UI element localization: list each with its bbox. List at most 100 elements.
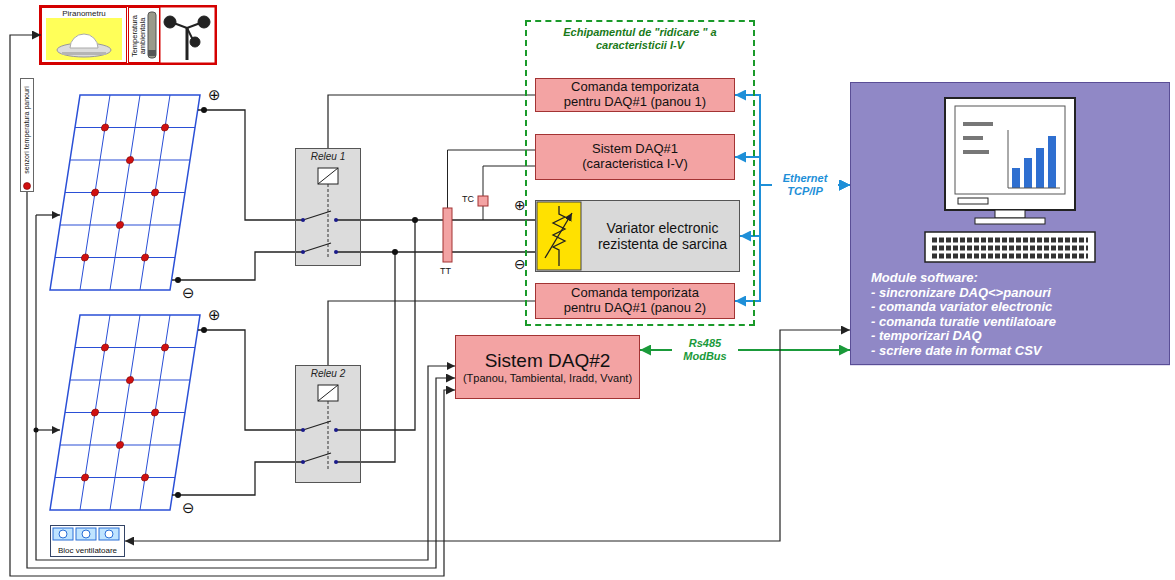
panel-wire <box>198 110 295 220</box>
relay-symbol <box>328 184 329 258</box>
junction-dot <box>392 249 398 255</box>
node-text: Bloc ventilatoare <box>58 546 117 556</box>
relay-symbol <box>318 385 338 401</box>
computer-icon <box>1048 136 1056 188</box>
transducer-symbol <box>443 208 452 262</box>
node-text: Piranometru <box>62 8 106 18</box>
transducer-symbol <box>448 150 536 220</box>
panel-wire <box>198 330 295 430</box>
relay-symbol <box>301 250 305 254</box>
computer-icon <box>1036 148 1044 188</box>
resistor-symbol <box>535 200 740 272</box>
computer-icon <box>1024 158 1032 188</box>
pyranometer-icon <box>46 18 122 60</box>
load-box: Variator electronic rezistenta de sarcin… <box>535 200 740 272</box>
pv-panel <box>50 315 200 510</box>
fan-icon <box>82 530 90 538</box>
terminal-symbol: ⊖ <box>182 286 195 301</box>
relay-symbol <box>318 168 338 184</box>
node-text: - sincronizare DAQ<>panouri <box>871 286 1051 301</box>
terminal-dot <box>201 107 207 113</box>
node-text: - scriere date in format CSV <box>871 344 1042 359</box>
computer-icon <box>995 210 1025 218</box>
equipment-group: Echipamentul de "ridicare " a caracteris… <box>525 20 755 326</box>
fan-icon <box>53 528 119 540</box>
relay-symbol <box>318 168 338 184</box>
relay-symbol <box>301 460 305 464</box>
relay-symbol <box>301 428 305 432</box>
computer-icon <box>932 240 1088 256</box>
node-text: Comanda temporizata pentru DAQ#1 (panou … <box>555 80 715 110</box>
panel-wire <box>172 462 295 495</box>
sensor-wire <box>36 215 455 560</box>
junction-dot <box>392 217 418 255</box>
relay-box: Releu 1 <box>295 148 361 266</box>
node-text: Sistem DAQ#1 (caracteristica I-V) <box>560 142 710 172</box>
anemometer-icon <box>190 37 200 47</box>
computer-box: Module software:- sincronizare DAQ<>pano… <box>850 82 1170 365</box>
resistor-symbol <box>537 202 581 270</box>
sensor-frame <box>40 6 216 64</box>
transducer-label: TT <box>440 267 451 276</box>
terminal-dot <box>175 277 181 283</box>
terminal-symbol: ⊖ <box>514 257 526 271</box>
relay-symbol <box>295 365 361 483</box>
sensor-box: Piranometru <box>41 7 127 63</box>
fan-icon <box>99 528 119 540</box>
computer-icon <box>955 106 1065 194</box>
sensor-dot <box>24 183 31 190</box>
junction-dot <box>34 428 39 433</box>
sensor-wire <box>10 35 455 576</box>
sensor-wire <box>27 192 455 568</box>
sensor-label-box: senzori temperatura panouri <box>20 78 34 192</box>
pv-panel <box>50 95 200 290</box>
relay-symbol <box>295 148 361 266</box>
node-text: - temporizari DAQ <box>871 329 982 344</box>
computer-icon <box>963 150 989 154</box>
fan-icon <box>59 530 67 538</box>
resistor-symbol <box>545 213 572 258</box>
temperature-probe <box>148 12 156 58</box>
node-text: Temperatura ambientala <box>131 10 148 62</box>
panel-wire <box>172 110 295 495</box>
relay-box: Releu 2 <box>295 365 361 483</box>
edge-label: Ethernet TCP/IP <box>772 171 838 198</box>
sensor-dot <box>24 183 31 190</box>
terminal-symbol: ⊖ <box>182 501 195 516</box>
relay-symbol <box>334 460 338 464</box>
load-bus <box>361 252 395 462</box>
panel-wire <box>172 252 295 280</box>
process-box: Sistem DAQ#1 (caracteristica I-V) <box>535 134 735 180</box>
daq-box: Sistem DAQ#2(Tpanou, Tambiental, Iradd, … <box>455 335 640 399</box>
node-text: Comanda temporizata pentru DAQ#1 (panou … <box>555 286 715 316</box>
transducer-symbol <box>478 196 488 206</box>
pyranometer-icon <box>70 34 98 48</box>
terminal-symbol: ⊕ <box>208 88 221 103</box>
node-text: Module software: <box>871 271 978 286</box>
relay-symbol <box>334 250 338 254</box>
temperature-probe <box>148 50 156 56</box>
node-text: - comanda variator electronic <box>871 300 1052 315</box>
fan-control-wire <box>125 330 850 541</box>
anemometer-icon <box>198 16 210 28</box>
relay-symbol <box>334 428 338 432</box>
temperature-probe <box>148 12 156 58</box>
terminal-symbol: ⊕ <box>514 198 526 212</box>
relay-symbol <box>295 211 361 252</box>
pyranometer-icon <box>62 52 106 55</box>
computer-icon <box>850 82 1170 365</box>
terminal-dot <box>175 107 207 498</box>
process-box: Comanda temporizata pentru DAQ#1 (panou … <box>535 283 735 319</box>
relay-symbol <box>318 385 338 401</box>
computer-icon <box>975 218 1045 224</box>
sensor-wire <box>36 429 60 430</box>
anemometer-icon <box>186 28 189 60</box>
node-text: Variator electronic rezistenta de sarcin… <box>588 220 737 252</box>
computer-icon <box>1008 130 1060 188</box>
transducer-label: TC <box>462 195 474 204</box>
anemometer-icon <box>164 16 176 28</box>
node-text: Sistem DAQ#2 <box>485 350 611 372</box>
computer-icon <box>963 136 983 140</box>
relay-symbol <box>295 365 361 483</box>
